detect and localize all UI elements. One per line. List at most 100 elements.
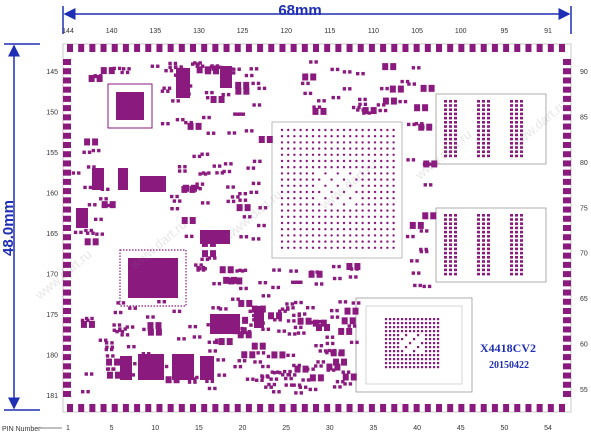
pin-pad	[563, 363, 571, 370]
pin-pad	[413, 44, 420, 52]
pin-pad	[480, 404, 487, 412]
pin-number-label: 150	[46, 110, 58, 117]
pin-pad	[63, 197, 71, 204]
pin-pad	[536, 44, 543, 52]
pin-pad	[63, 354, 71, 361]
pin-number-label: 25	[282, 425, 290, 432]
pin-pad	[563, 252, 571, 259]
pin-pad	[89, 44, 96, 52]
pin-pad	[563, 372, 571, 379]
pin-pad	[563, 123, 571, 130]
pin-pad	[63, 142, 71, 148]
pin-pad	[469, 404, 476, 412]
pin-pad	[63, 289, 71, 296]
pin-number-label: 120	[280, 28, 292, 35]
pin-pad	[313, 404, 319, 412]
height-dimension: 48.0mm	[0, 43, 40, 411]
pin-pad	[63, 114, 71, 121]
pin-pad	[436, 404, 442, 412]
pin-pad	[413, 404, 420, 412]
pin-pad	[436, 44, 442, 52]
pin-number-label: 10	[151, 425, 159, 432]
pin-number-label: 130	[193, 28, 205, 35]
pin-pad	[514, 404, 521, 412]
pin-pad	[190, 404, 196, 412]
pin-number-caption: PIN Number	[2, 426, 41, 433]
pin-pad	[190, 44, 196, 52]
pin-pad	[134, 44, 141, 52]
pin-number-label: 180	[46, 353, 58, 360]
pin-pad	[63, 105, 71, 112]
pin-number-label: 170	[46, 272, 58, 279]
pin-number-label: 105	[411, 28, 423, 35]
pin-pad	[63, 381, 71, 388]
pin-pad	[563, 243, 571, 250]
pin-pad	[212, 404, 219, 412]
pin-number-label: 181	[46, 393, 58, 400]
pin-pad	[63, 363, 71, 370]
pin-pad	[380, 404, 387, 412]
pin-pad	[547, 44, 554, 52]
pin-pad	[563, 381, 571, 388]
pin-pad	[525, 44, 532, 52]
pin-pad	[63, 372, 71, 379]
pin-pad	[391, 44, 398, 52]
pin-pad	[424, 404, 431, 412]
pin-pad	[100, 404, 107, 412]
qfp-chip-bottom-left	[119, 249, 187, 307]
pin-pad	[245, 404, 252, 412]
pin-pad	[503, 44, 510, 52]
pin-pad	[63, 317, 71, 324]
pin-pad	[63, 86, 71, 93]
pins-left-column	[63, 59, 71, 397]
pin-number-label: 85	[580, 114, 588, 121]
pin-pad	[63, 188, 71, 195]
pin-pad	[63, 261, 71, 268]
pin-pad	[63, 308, 71, 314]
pin-pad	[313, 44, 319, 52]
pin-pad	[63, 271, 71, 278]
pin-number-label: 45	[457, 425, 465, 432]
pin-number-label: 80	[580, 160, 588, 167]
pin-pad	[324, 44, 331, 52]
pin-pad	[167, 44, 174, 52]
pin-pad	[63, 169, 71, 176]
pin-pad	[563, 391, 571, 397]
pin-pad	[145, 44, 152, 52]
pin-number-label: 165	[46, 231, 58, 238]
ram-chip-lower	[435, 207, 547, 283]
pin-pad	[563, 308, 571, 314]
pin-pad	[63, 206, 71, 213]
pin-pad	[78, 404, 85, 412]
pin-pad	[380, 44, 387, 52]
pin-pad	[335, 44, 342, 52]
pin-pad	[458, 404, 465, 412]
pin-number-label: 20	[239, 425, 247, 432]
pin-pad	[268, 44, 275, 52]
pin-pad	[563, 317, 571, 324]
pin-number-label: 15	[195, 425, 203, 432]
pin-pad	[63, 234, 71, 241]
pin-pad	[63, 215, 71, 222]
ram-chip-upper	[435, 93, 547, 165]
pin-pad	[201, 404, 208, 412]
pin-number-label: 115	[324, 28, 335, 35]
pin-number-label: 40	[413, 425, 421, 432]
qfp-chip-top-left	[107, 83, 153, 129]
pin-pad	[491, 404, 498, 412]
pin-pad	[89, 404, 96, 412]
pin-pad	[63, 178, 71, 185]
pin-pad	[563, 59, 571, 65]
pin-number-label: 54	[544, 425, 552, 432]
width-dimension: 68mm	[62, 2, 572, 34]
pin-number-label: 91	[544, 28, 552, 35]
pin-pad	[301, 44, 308, 52]
pin-pad	[563, 178, 571, 185]
pin-pad	[279, 404, 286, 412]
pin-pad	[402, 44, 409, 52]
pin-pad	[122, 44, 129, 52]
board-date: 20150422	[489, 360, 529, 371]
pin-pad	[63, 326, 71, 333]
